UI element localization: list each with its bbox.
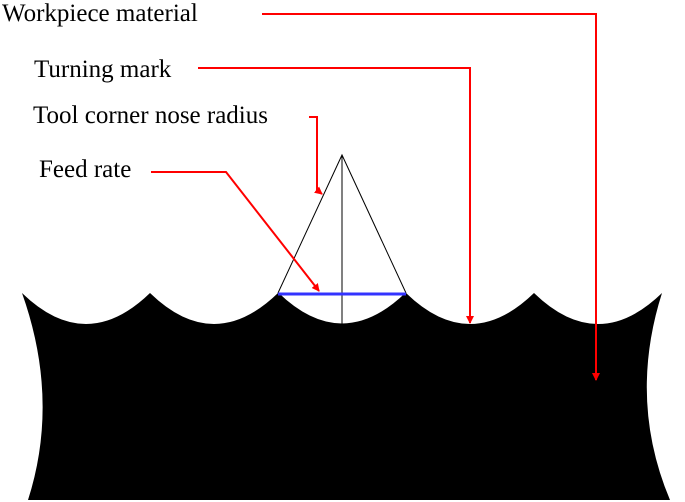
label-feed-rate: Feed rate — [39, 156, 131, 183]
label-workpiece-material: Workpiece material — [2, 0, 198, 27]
workpiece-body — [22, 293, 670, 500]
leader-feed-rate — [151, 171, 320, 292]
leader-workpiece-material — [262, 13, 600, 381]
leader-turning-mark — [198, 67, 474, 324]
label-tool-corner-nose-radius: Tool corner nose radius — [33, 102, 268, 129]
leader-tool-corner-nose-radius — [309, 116, 323, 195]
label-turning-mark: Turning mark — [34, 56, 172, 83]
